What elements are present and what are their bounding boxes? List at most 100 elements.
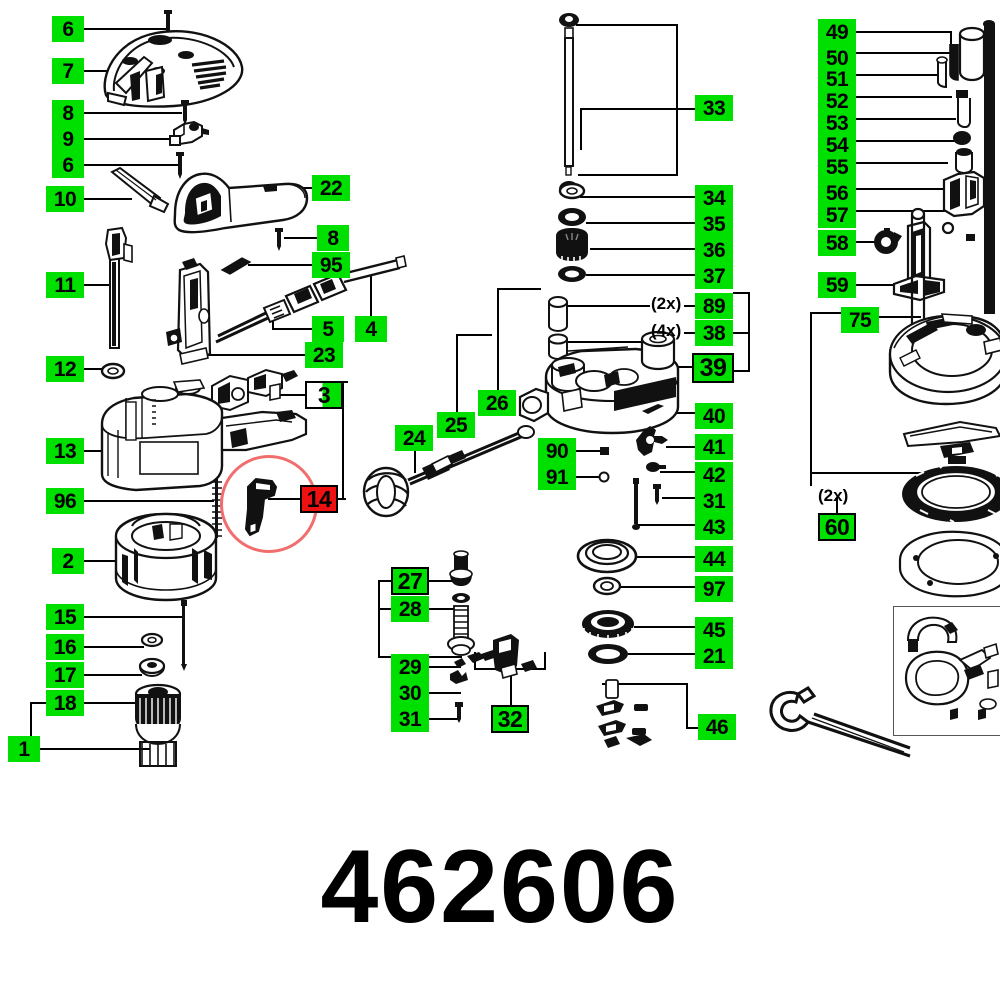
callout-label-45[interactable]: 45	[695, 617, 733, 643]
callout-label-27[interactable]: 27	[391, 567, 429, 595]
leader-33-right	[676, 24, 678, 176]
callout-label-49[interactable]: 49	[818, 19, 856, 45]
leader-8a	[84, 112, 182, 114]
callout-label-24[interactable]: 24	[395, 425, 433, 451]
callout-label-90[interactable]: 90	[538, 438, 576, 464]
part-group-46	[590, 678, 686, 750]
part-ring-21	[586, 642, 630, 666]
part-screw-15	[178, 600, 190, 672]
part-washer-97	[592, 576, 622, 596]
leader-30	[429, 692, 461, 694]
callout-label-10[interactable]: 10	[46, 186, 84, 212]
leader-42	[660, 471, 695, 473]
callout-label-41[interactable]: 41	[695, 434, 733, 460]
callout-label-52[interactable]: 52	[818, 88, 856, 114]
callout-label-17[interactable]: 17	[46, 662, 84, 688]
callout-label-56[interactable]: 56	[818, 180, 856, 206]
callout-label-23[interactable]: 23	[305, 342, 343, 368]
callout-label-6[interactable]: 6	[52, 152, 84, 178]
part-knob-36	[552, 228, 592, 262]
callout-label-59[interactable]: 59	[818, 272, 856, 298]
callout-label-7[interactable]: 7	[52, 58, 84, 84]
callout-label-53[interactable]: 53	[818, 110, 856, 136]
callout-label-18[interactable]: 18	[46, 690, 84, 716]
callout-label-91[interactable]: 91	[538, 464, 576, 490]
callout-label-39[interactable]: 39	[692, 353, 734, 383]
leader-5	[272, 328, 314, 330]
callout-label-38[interactable]: 38	[695, 320, 733, 346]
leader-49	[856, 31, 950, 33]
callout-label-9[interactable]: 9	[52, 126, 84, 152]
part-guide-rod-right	[980, 16, 1000, 316]
callout-label-44[interactable]: 44	[695, 546, 733, 572]
callout-label-13[interactable]: 13	[46, 438, 84, 464]
callout-label-51[interactable]: 51	[818, 66, 856, 92]
part-open-end-wrench	[752, 678, 912, 758]
callout-label-28[interactable]: 28	[391, 596, 429, 622]
leader-50	[856, 52, 952, 54]
callout-label-4[interactable]: 4	[355, 316, 387, 342]
callout-label-46[interactable]: 46	[698, 714, 736, 740]
leader-16	[84, 646, 144, 648]
callout-label-31[interactable]: 31	[391, 706, 429, 732]
callout-label-75[interactable]: 75	[841, 307, 879, 333]
leader-24-v	[414, 451, 416, 473]
part-screw-31-b	[650, 484, 664, 506]
callout-label-21[interactable]: 21	[695, 643, 733, 669]
callout-label-95[interactable]: 95	[312, 252, 350, 278]
leader-15	[84, 616, 184, 618]
callout-label-6[interactable]: 6	[52, 16, 84, 42]
callout-label-3[interactable]: 3	[305, 381, 343, 409]
callout-label-96[interactable]: 96	[46, 488, 84, 514]
leader-51	[856, 74, 938, 76]
callout-label-31[interactable]: 31	[695, 488, 733, 514]
callout-label-54[interactable]: 54	[818, 132, 856, 158]
callout-label-32[interactable]: 32	[491, 705, 529, 733]
leader-17	[84, 674, 142, 676]
callout-label-34[interactable]: 34	[695, 185, 733, 211]
callout-label-16[interactable]: 16	[46, 634, 84, 660]
callout-label-97[interactable]: 97	[695, 576, 733, 602]
callout-label-8[interactable]: 8	[52, 100, 84, 126]
callout-label-60[interactable]: 60	[818, 513, 856, 541]
callout-label-25[interactable]: 25	[437, 412, 475, 438]
leader-2	[84, 560, 140, 562]
leader-56	[856, 188, 944, 190]
part-plunge-rod-33	[556, 12, 586, 180]
callout-label-1[interactable]: 1	[8, 736, 40, 762]
callout-label-36[interactable]: 36	[695, 237, 733, 263]
callout-label-8[interactable]: 8	[317, 225, 349, 251]
leader-54	[856, 140, 956, 142]
callout-label-35[interactable]: 35	[695, 211, 733, 237]
callout-label-58[interactable]: 58	[818, 230, 856, 256]
callout-label-15[interactable]: 15	[46, 604, 84, 630]
callout-label-43[interactable]: 43	[695, 514, 733, 540]
callout-label-29[interactable]: 29	[391, 654, 429, 680]
callout-label-26[interactable]: 26	[478, 390, 516, 416]
callout-label-11[interactable]: 11	[46, 272, 84, 298]
leader-57	[856, 210, 966, 212]
part-base-gasket	[888, 528, 1000, 600]
callout-label-57[interactable]: 57	[818, 202, 856, 228]
callout-label-89[interactable]: 89	[695, 293, 733, 319]
callout-label-14[interactable]: 14	[300, 485, 338, 513]
callout-label-55[interactable]: 55	[818, 154, 856, 180]
callout-label-5[interactable]: 5	[312, 316, 344, 342]
part-rod-43	[630, 478, 642, 530]
callout-label-30[interactable]: 30	[391, 680, 429, 706]
callout-label-33[interactable]: 33	[695, 95, 733, 121]
part-ring-35	[556, 206, 588, 228]
callout-label-40[interactable]: 40	[695, 403, 733, 429]
leader-46-h2	[686, 727, 700, 729]
part-screw-8-a	[178, 100, 192, 126]
callout-label-12[interactable]: 12	[46, 356, 84, 382]
part-number-footer: 462606	[320, 829, 680, 945]
leader-23	[196, 354, 306, 356]
bracket-27-28-v	[378, 580, 380, 658]
callout-label-22[interactable]: 22	[312, 175, 350, 201]
leader-6-top	[84, 28, 168, 30]
callout-label-2[interactable]: 2	[52, 548, 84, 574]
callout-label-37[interactable]: 37	[695, 263, 733, 289]
callout-label-42[interactable]: 42	[695, 462, 733, 488]
